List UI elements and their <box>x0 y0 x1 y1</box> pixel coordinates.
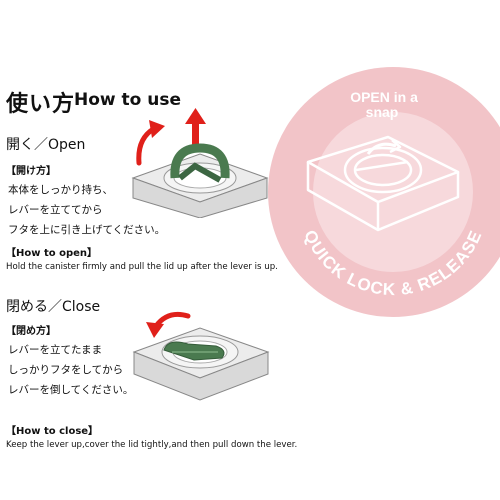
up-arrow-icon <box>192 122 199 148</box>
quick-lock-badge: OPEN in a snap QUICK LOCK & RELEASE <box>268 67 500 317</box>
close-en-subhead: 【How to close】 <box>6 426 99 437</box>
page-title-en: How to use <box>74 90 182 110</box>
canister-close-illustration <box>132 311 270 401</box>
close-heading: 閉める／Close <box>6 299 101 315</box>
close-jp-line-2: しっかりフタをしてから <box>8 364 124 376</box>
open-en-subhead: 【How to open】 <box>6 248 98 259</box>
open-heading: 開く／Open <box>6 137 86 153</box>
open-en-text: Hold the canister firmly and pull the li… <box>6 262 278 272</box>
badge-top-line-1: OPEN in a <box>350 89 418 105</box>
badge-canister-icon <box>306 135 460 232</box>
close-jp-line-3: レバーを倒してください。 <box>8 384 134 396</box>
open-jp-line-1: 本体をしっかり持ち、 <box>8 184 113 196</box>
page-title-jp: 使い方 <box>6 92 76 117</box>
open-jp-line-2: レバーを立ててから <box>8 204 103 216</box>
close-en-text: Keep the lever up,cover the lid tightly,… <box>6 440 298 450</box>
badge-top-text: OPEN in a snap <box>350 89 422 120</box>
canister-open-illustration <box>131 108 269 218</box>
close-jp-subhead: 【閉め方】 <box>6 326 56 337</box>
open-jp-subhead: 【開け方】 <box>6 166 56 177</box>
badge-top-line-2: snap <box>366 104 399 120</box>
open-jp-line-3: フタを上に引き上げてください。 <box>8 224 166 236</box>
close-jp-line-1: レバーを立てたまま <box>8 344 103 356</box>
